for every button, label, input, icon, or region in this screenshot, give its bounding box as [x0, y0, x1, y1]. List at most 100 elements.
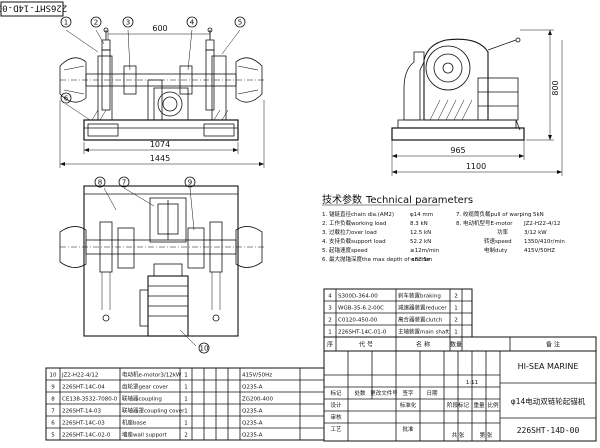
part-name: 墙座wall support	[122, 431, 168, 439]
part-material: ZG200-400	[242, 397, 274, 403]
label-count: 处数	[354, 389, 366, 397]
param-num: 3.	[322, 230, 327, 236]
part-name: 刹车装置braking	[398, 292, 441, 300]
param-label: 过载拉力over load	[329, 228, 377, 236]
tech-params-left: 1. 锚链直径chain dia.(AM2) φ14 mm 2. 工作负载wor…	[322, 210, 440, 263]
param-value: JZ2-H22-4/12	[523, 221, 560, 227]
part-material: Q235-A	[242, 421, 263, 427]
param-label: 绞缆筒负载pull of warping	[463, 210, 531, 218]
balloon-5: 5	[238, 19, 242, 27]
part-material: Q235-A	[242, 385, 263, 391]
header-no: 序	[327, 341, 333, 349]
drawing-number-rotated: 226SHT-14D-00	[0, 3, 67, 13]
param-label: 电制duty	[484, 246, 508, 254]
part-name: 减速器装置reducer	[398, 304, 447, 312]
part-name: 主轴装置main shaft	[398, 328, 450, 336]
part-no: 7	[51, 409, 55, 415]
part-material: 415V/50Hz	[242, 373, 272, 379]
part-no: 5	[51, 433, 55, 439]
header-code: 代 号	[359, 341, 373, 349]
side-view	[391, 29, 563, 176]
table-row: 4 S300D-364-00 刹车装置braking 2	[328, 292, 458, 300]
table-row: 9 226SHT-14C-04 齿轮罩gear cover 1 Q235-A	[51, 383, 262, 391]
dim-1445: 1445	[150, 154, 170, 163]
param-num: 6.	[322, 257, 327, 263]
label-ratio: 比例	[487, 401, 499, 409]
table-row: 6 226SHT-14C-03 机座base 1 Q235-A	[51, 419, 262, 427]
top-view	[59, 176, 264, 354]
part-qty: 2	[454, 318, 458, 324]
balloon-8: 8	[98, 179, 102, 187]
param-value: 8.3 kN	[410, 221, 428, 227]
label-sign: 签字	[402, 389, 414, 397]
part-qty: 1	[184, 373, 188, 379]
dim-800: 800	[551, 80, 560, 95]
part-qty: 1	[454, 330, 458, 336]
top-view-balloons: 8 7 9 10	[98, 179, 209, 353]
lower-parts-table-grid	[45, 367, 325, 441]
dim-965: 965	[450, 146, 465, 155]
param-value: 1350/410r/min	[524, 239, 565, 245]
table-row: 10 JZ2-H22-4/12 电动机e-motor3/12kW 1 415V/…	[50, 371, 273, 379]
param-label: 锚链直径chain dia.(AM2)	[329, 210, 394, 218]
param-num: 5.	[322, 248, 327, 254]
balloon-1: 1	[64, 19, 68, 27]
param-value: 5kN	[533, 212, 544, 218]
part-no: 6	[51, 421, 55, 427]
part-qty: 1	[184, 421, 188, 427]
part-qty: 1	[184, 397, 188, 403]
tech-params-title-cn: 技术参数	[322, 193, 362, 206]
lower-parts-table: 10 JZ2-H22-4/12 电动机e-motor3/12kW 1 415V/…	[50, 371, 274, 439]
label-approve: 批准	[402, 425, 414, 433]
label-sheets: 共 张	[452, 431, 465, 439]
part-no: 2	[328, 318, 332, 324]
param-num: 8.	[456, 221, 461, 227]
header-name: 名 称	[416, 341, 430, 349]
part-name: 机座base	[122, 419, 147, 427]
param-value: ≥12m/min	[410, 248, 440, 254]
part-qty: 2	[454, 294, 458, 300]
param-label: 支持负载support load	[329, 237, 386, 245]
param-value: <82.5m	[410, 257, 432, 263]
part-qty: 2	[184, 433, 188, 439]
dim-1074: 1074	[150, 140, 170, 149]
balloon-4: 4	[190, 19, 195, 27]
param-label: 最大抛锚深度the max depth of anchor	[329, 255, 431, 263]
company-name: HI-SEA MARINE	[518, 362, 579, 371]
part-qty: 1	[184, 409, 188, 415]
param-value: φ14 mm	[410, 212, 433, 218]
part-material: Q235-A	[242, 409, 263, 415]
balloon-9: 9	[188, 179, 192, 187]
part-no: 9	[51, 385, 55, 391]
balloon-7: 7	[122, 179, 126, 187]
part-code: CE138-3532-7080-0	[62, 397, 118, 403]
drawing-title: φ14电动双链轮起锚机	[511, 396, 586, 406]
balloon-3: 3	[126, 19, 130, 27]
part-name: 联轴器罩coupling cover	[122, 407, 185, 415]
table-row: 3 WGB-35-6.2-00C 减速器装置reducer 1	[328, 304, 458, 312]
part-no: 1	[328, 330, 332, 336]
param-num: 2.	[322, 221, 327, 227]
param-num: 7.	[456, 212, 461, 218]
param-value: 52.2 kN	[410, 239, 431, 245]
part-code: 226SHT-14C-03	[62, 421, 105, 427]
balloon-2: 2	[94, 19, 98, 27]
drawing-number-box	[0, 1, 64, 17]
param-label: 转速speed	[484, 237, 512, 245]
param-label: 工作负载working load	[329, 219, 386, 227]
part-no: 3	[328, 306, 332, 312]
title-drawing-number: 226SHT-14D-00	[517, 426, 580, 435]
param-label: 功率	[497, 228, 509, 236]
tech-params-right: 7. 绞缆筒负载pull of warping 5kN 8. 电动机型号E-mo…	[456, 210, 565, 254]
part-name: 联轴器coupling	[122, 395, 162, 403]
dim-1100: 1100	[466, 162, 486, 171]
front-view	[59, 16, 265, 168]
label-stage: 阶段标记	[447, 401, 470, 409]
label-page: 第 张	[480, 431, 493, 439]
part-code: C0120-450-00	[338, 318, 378, 324]
table-row: 8 CE138-3532-7080-0 联轴器coupling 1 ZG200-…	[51, 395, 273, 403]
dim-600: 600	[152, 24, 167, 33]
part-material: Q235-A	[242, 433, 263, 439]
part-code: 226SHT-14C-04	[62, 385, 105, 391]
part-code: S300D-364-00	[338, 294, 378, 300]
